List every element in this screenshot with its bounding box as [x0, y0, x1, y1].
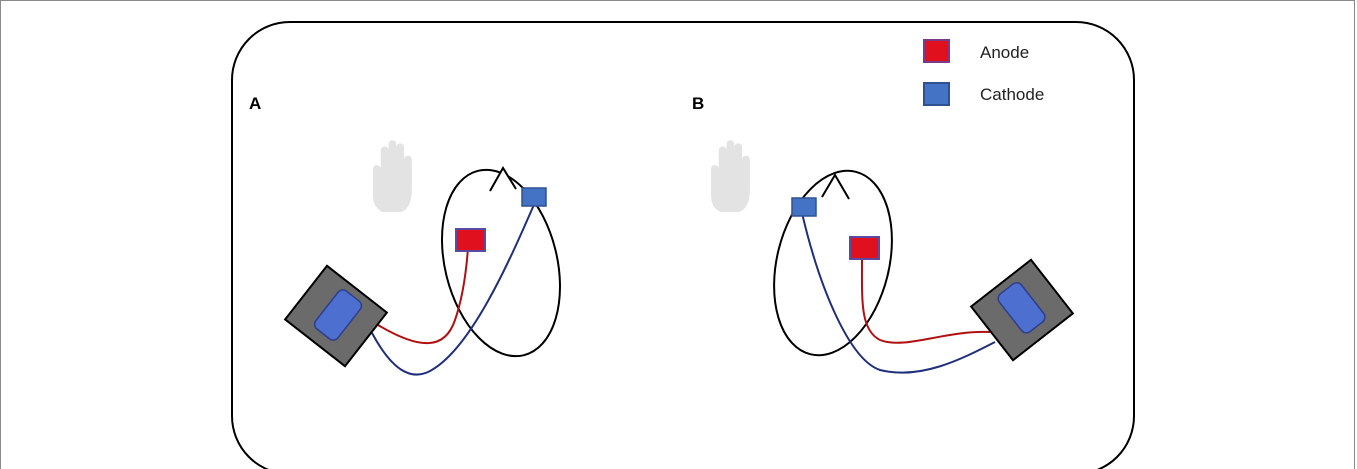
- anode-wire: [377, 247, 469, 345]
- stimulator-device-icon: [283, 264, 389, 368]
- cathode-wire: [801, 212, 996, 374]
- panel-b-label: B: [692, 94, 704, 113]
- nose-icon: [489, 166, 517, 192]
- legend-cathode-label: Cathode: [980, 85, 1044, 104]
- legend-cathode-swatch: [923, 82, 950, 106]
- anode-electrode: [849, 236, 880, 260]
- head-outline: [773, 169, 893, 357]
- hand-icon: [710, 140, 750, 212]
- cathode-electrode: [791, 197, 817, 217]
- legend: Anode Cathode: [923, 39, 1044, 106]
- legend-anode-swatch: [923, 39, 950, 63]
- panel-b: [710, 140, 1075, 374]
- cathode-wire: [371, 199, 537, 376]
- legend-anode-label: Anode: [980, 43, 1029, 62]
- anode-electrode: [455, 228, 486, 252]
- head-outline: [441, 168, 561, 358]
- hand-icon: [372, 140, 412, 212]
- stimulator-device-icon: [969, 258, 1075, 362]
- anode-wire: [860, 257, 991, 344]
- cathode-electrode: [521, 187, 547, 207]
- nose-icon: [821, 173, 850, 200]
- panel-a-label: A: [249, 94, 261, 113]
- panel-a: [283, 140, 561, 376]
- outer-rounded-box: [231, 21, 1135, 469]
